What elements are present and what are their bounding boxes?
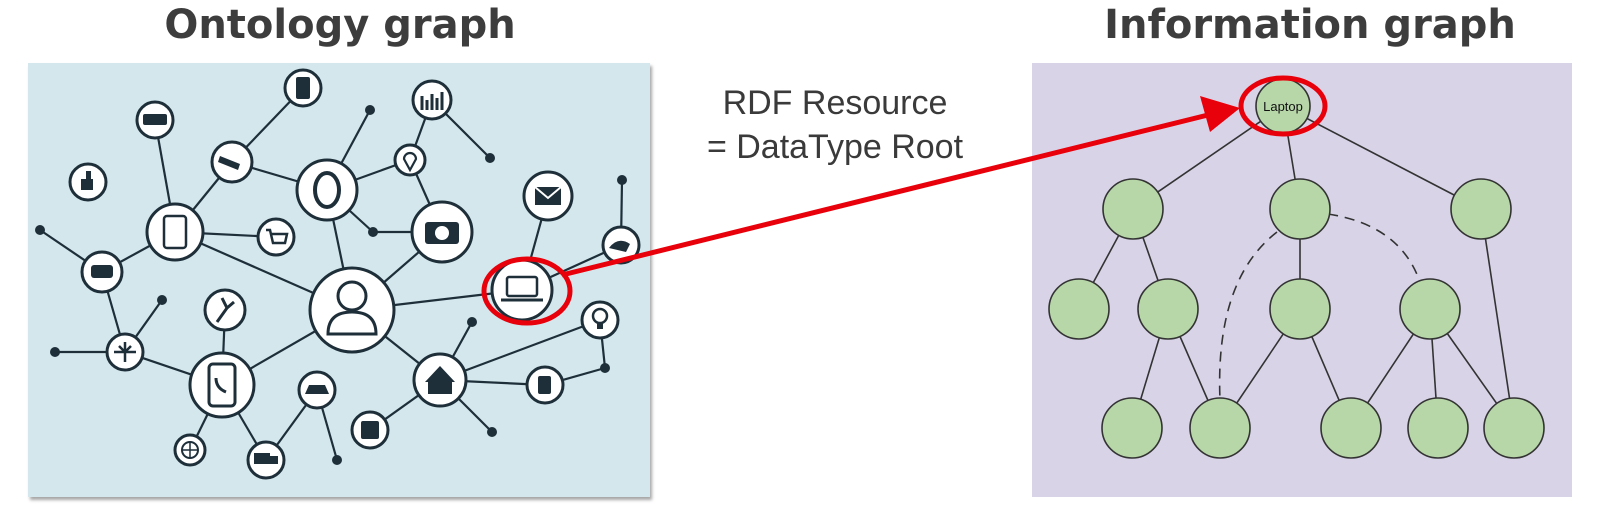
camera-icon	[410, 200, 474, 264]
truck-icon	[246, 440, 286, 480]
home-icon	[412, 352, 468, 408]
graph-node	[1399, 278, 1461, 340]
security-camera-icon	[210, 140, 254, 184]
car-icon	[297, 370, 337, 410]
graph-node	[1450, 178, 1512, 240]
graph-node	[1407, 397, 1469, 459]
caption-datatype-root: = DataType Root	[706, 128, 964, 166]
graph-node	[1137, 278, 1199, 340]
information-graph-title: Information graph	[1104, 2, 1516, 48]
lightbulb-icon	[580, 300, 620, 340]
graph-node	[1189, 397, 1251, 459]
scanner-icon	[525, 365, 565, 405]
battery-icon	[135, 100, 175, 140]
mapping-arrow-line	[561, 112, 1209, 278]
handshake-icon	[601, 225, 641, 265]
phone-icon	[188, 351, 256, 419]
globe-icon	[173, 433, 207, 467]
caption-rdf-resource: RDF Resource	[722, 84, 948, 122]
information-graph-nodes	[1048, 78, 1545, 459]
person-icon	[308, 266, 396, 354]
thumbs-up-icon	[68, 162, 108, 202]
ontology-graph-title: Ontology graph	[164, 2, 516, 48]
cart-icon	[256, 217, 296, 257]
map-pin-icon	[393, 143, 427, 177]
tablet-icon	[145, 202, 205, 262]
graph-node	[1102, 178, 1164, 240]
graph-node	[1483, 397, 1545, 459]
ring-icon	[295, 158, 359, 222]
laptop-icon	[490, 258, 554, 322]
safe-icon	[350, 410, 390, 450]
robot-arm-icon	[203, 288, 247, 332]
airplane-icon	[105, 332, 145, 372]
chat-icon	[80, 250, 124, 294]
root-node-label: Laptop	[1263, 99, 1303, 114]
information-graph-edges	[1078, 105, 1515, 429]
root-highlight-circle	[1238, 75, 1328, 137]
graph-node	[1269, 178, 1331, 240]
mapping-arrow-head	[1200, 96, 1240, 132]
ontology-endpoint-dots	[35, 105, 627, 465]
graph-node	[1320, 397, 1382, 459]
graph-node	[1101, 397, 1163, 459]
graph-node	[1269, 278, 1331, 340]
graph-node	[1048, 278, 1110, 340]
laptop-highlight-circle	[481, 256, 573, 326]
checklist-icon	[283, 68, 323, 108]
chart-icon	[411, 79, 453, 121]
mail-icon	[522, 170, 574, 222]
